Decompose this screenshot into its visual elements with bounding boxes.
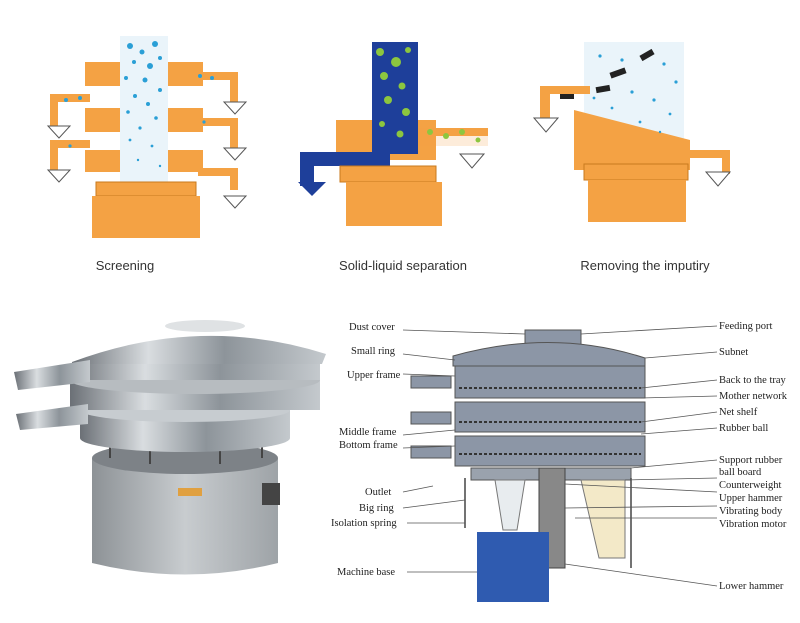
label-upper-frame: Upper frame (347, 370, 401, 381)
label-lower-hammer: Lower hammer (719, 581, 784, 592)
label-bottom-frame: Bottom frame (339, 440, 398, 451)
label-outlet: Outlet (365, 487, 391, 498)
label-dust-cover: Dust cover (349, 322, 395, 333)
label-rubber-ball: Rubber ball (719, 423, 768, 434)
label-subnet: Subnet (719, 347, 748, 358)
label-machine-base: Machine base (337, 567, 395, 578)
screening-diagram (46, 36, 248, 238)
caption-screening: Screening (95, 258, 155, 273)
label-isolation-spring: Isolation spring (331, 518, 397, 529)
label-middle-frame: Middle frame (339, 427, 397, 438)
label-vibration-motor: Vibration motor (719, 519, 787, 530)
label-big-ring: Big ring (359, 503, 394, 514)
label-net-shelf: Net shelf (719, 407, 758, 418)
label-ball-board: ball board (719, 467, 762, 478)
caption-solid-liquid: Solid-liquid separation (339, 258, 467, 273)
structure-diagram: Dust cover Small ring Upper frame Middle… (331, 321, 788, 602)
removing-diagram (532, 42, 732, 222)
label-vibrating-body: Vibrating body (719, 506, 783, 517)
label-back-to-tray: Back to the tray (719, 375, 787, 386)
machine-photo (14, 320, 326, 575)
process-diagrams (46, 36, 732, 238)
label-feeding-port: Feeding port (719, 321, 772, 332)
label-small-ring: Small ring (351, 346, 396, 357)
caption-removing: Removing the imputiry (580, 258, 710, 273)
label-support-rubber: Support rubber (719, 455, 783, 466)
label-mother-network: Mother network (719, 391, 788, 402)
solid-liquid-diagram (298, 42, 488, 226)
label-counterweight: Counterweight (719, 480, 781, 491)
structure-body (410, 329, 646, 602)
label-upper-hammer: Upper hammer (719, 493, 783, 504)
